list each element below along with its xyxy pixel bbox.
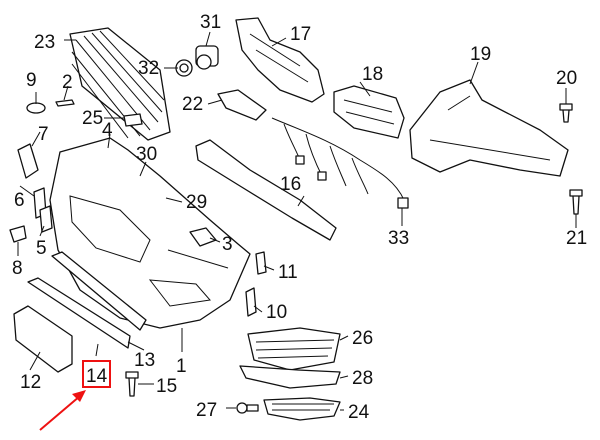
callout-29: 29 [186,192,207,213]
side-bracket-part[interactable] [235,17,325,103]
callout-11: 11 [278,262,298,283]
screw-27-part[interactable] [236,402,259,414]
callout-7: 7 [38,124,49,145]
callout-labels: 23 31 32 17 18 19 20 21 22 25 9 2 4 7 6 … [12,12,587,423]
callout-23: 23 [34,32,55,53]
callout-17: 17 [290,24,311,45]
clip-8-part[interactable] [9,225,27,243]
callout-12: 12 [20,372,41,393]
callout-18: 18 [362,64,383,85]
callout-26: 26 [352,328,373,349]
callout-27: 27 [196,400,217,421]
callout-30: 30 [136,144,157,165]
wiring-harness-part[interactable] [271,117,409,209]
reinforcement-bar-part[interactable] [409,79,569,177]
trim-11-part[interactable] [255,251,267,275]
callout-28: 28 [352,368,373,389]
callout-19: 19 [470,44,491,65]
callout-14: 14 [86,366,108,387]
callout-1: 1 [176,356,187,377]
callout-15: 15 [156,376,177,397]
callout-3: 3 [222,234,233,255]
bolt-21-part[interactable] [569,189,583,215]
callout-4: 4 [102,120,113,141]
leader-lines [17,31,577,411]
callout-31: 31 [200,12,221,33]
callout-22: 22 [182,94,203,115]
clip-25-part[interactable] [123,113,143,127]
callout-20: 20 [556,68,577,89]
callout-2: 2 [62,72,73,93]
callout-25: 25 [82,108,103,129]
clip-9-part[interactable] [26,102,46,114]
callout-8: 8 [12,258,23,279]
absorber-strip-part[interactable] [195,139,337,241]
sensor-ring-part[interactable] [175,59,193,77]
trim-10-part[interactable] [245,287,257,317]
absorber-bracket-part[interactable] [333,85,405,139]
callout-32: 32 [138,58,159,79]
callout-9: 9 [26,70,37,91]
lower-grille-24-part[interactable] [263,397,341,421]
mount-bracket-22-part[interactable] [217,89,267,121]
lower-trim-14-part[interactable] [51,251,147,331]
rod-2-part[interactable] [55,99,75,107]
license-bracket-part[interactable] [13,305,73,373]
callout-6: 6 [14,190,25,211]
highlight-14 [39,360,111,431]
bracket-5-part[interactable] [39,205,53,233]
lower-strip-part[interactable] [27,277,131,349]
callout-13: 13 [134,350,155,371]
callout-21: 21 [566,228,587,249]
side-bracket-7-part[interactable] [17,143,39,179]
bolt-20-part[interactable] [559,103,573,123]
callout-24: 24 [348,402,370,423]
callout-16: 16 [280,174,301,195]
fastener-15-part[interactable] [125,371,139,397]
parking-sensor-part[interactable] [195,45,219,70]
lower-grille-26-part[interactable] [247,327,341,371]
upper-grille-part[interactable] [69,27,171,141]
trim-strip-28-part[interactable] [239,365,341,389]
callout-10: 10 [266,302,287,323]
callout-5: 5 [36,238,47,259]
callout-33: 33 [388,228,409,249]
